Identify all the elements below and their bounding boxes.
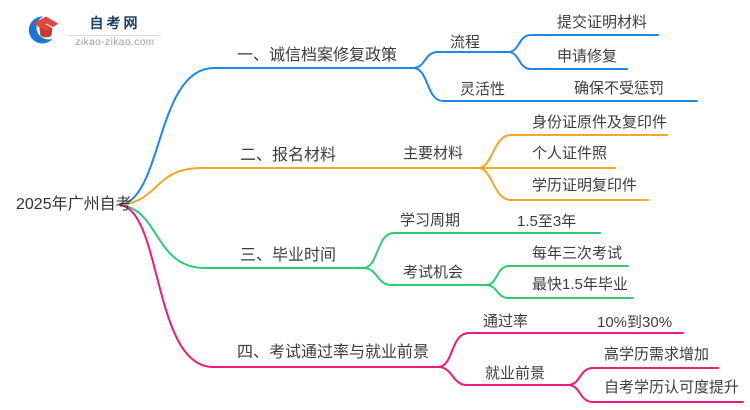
leaf-degree-recognition-improve: 自考学历认可度提升 bbox=[604, 379, 740, 396]
branch-3-study-cycle-connector bbox=[362, 232, 601, 269]
leaf-three-exams-connector bbox=[485, 265, 629, 286]
leaf-three-exams-per-year: 每年三次考试 bbox=[532, 245, 623, 262]
leaf-fastest-grad-connector bbox=[485, 284, 634, 299]
leaf-submit-proof-materials: 提交证明材料 bbox=[557, 14, 648, 31]
node-employment-outlook-label: 就业前景 bbox=[485, 365, 546, 382]
leaf-education-proof-copy: 学历证明复印件 bbox=[532, 177, 638, 194]
leaf-apply-repair: 申请修复 bbox=[557, 48, 618, 65]
branch-3-exam-chance-connector bbox=[362, 267, 487, 286]
branch-1-trunk-connector bbox=[119, 67, 414, 206]
branch-registration-materials-label: 二、报名材料 bbox=[240, 147, 337, 164]
leaf-demand-increase-connector bbox=[567, 367, 719, 386]
leaf-fastest-1-5-year-graduation: 最快1.5年毕业 bbox=[532, 276, 628, 293]
leaf-personal-photo: 个人证件照 bbox=[532, 145, 608, 162]
branch-1-flexibility-connector bbox=[412, 67, 698, 102]
branch-3-trunk-connector bbox=[119, 204, 364, 269]
node-process-label: 流程 bbox=[450, 34, 481, 51]
branch-1-process-connector bbox=[412, 51, 509, 69]
node-flexibility-label: 灵活性 bbox=[460, 81, 506, 98]
logo-title: 自考网 bbox=[89, 14, 141, 31]
leaf-1-5-to-3-years: 1.5至3年 bbox=[517, 213, 577, 230]
leaf-recognition-connector bbox=[567, 384, 744, 403]
branch-4-employment-connector bbox=[437, 366, 569, 386]
leaf-apply-repair-connector bbox=[507, 51, 628, 70]
node-pass-rate-label: 通过率 bbox=[483, 313, 529, 330]
leaf-id-card-connector bbox=[477, 134, 668, 169]
leaf-id-card-original-copy: 身份证原件及复印件 bbox=[532, 114, 668, 131]
leaf-education-proof-connector bbox=[477, 167, 649, 201]
leaf-no-punishment: 确保不受惩罚 bbox=[574, 80, 665, 97]
leaf-degree-demand-increase: 高学历需求增加 bbox=[604, 346, 710, 363]
branch-4-pass-rate-connector bbox=[437, 332, 684, 368]
node-main-materials-label: 主要材料 bbox=[403, 145, 464, 162]
graduation-cap-logo-icon bbox=[28, 15, 61, 44]
branch-honesty-policy-label: 一、诚信档案修复政策 bbox=[237, 47, 398, 64]
site-logo: 自考网 zikao-zikao.com bbox=[27, 12, 161, 48]
logo-text-block: 自考网 zikao-zikao.com bbox=[69, 13, 161, 48]
leaf-submit-proof-connector bbox=[507, 34, 659, 53]
branch-4-trunk-connector bbox=[119, 204, 439, 368]
logo-divider bbox=[69, 34, 161, 36]
root-node: 2025年广州自考 bbox=[16, 196, 132, 213]
logo-url: zikao-zikao.com bbox=[75, 36, 155, 48]
branch-2-trunk-connector bbox=[119, 167, 479, 206]
node-exam-chances-label: 考试机会 bbox=[403, 264, 464, 281]
branch-pass-rate-employment-label: 四、考试通过率与就业前景 bbox=[237, 344, 430, 361]
leaf-10-to-30-percent: 10%到30% bbox=[597, 314, 673, 331]
node-study-cycle-label: 学习周期 bbox=[400, 212, 461, 229]
branch-graduation-time-label: 三、毕业时间 bbox=[240, 247, 337, 264]
